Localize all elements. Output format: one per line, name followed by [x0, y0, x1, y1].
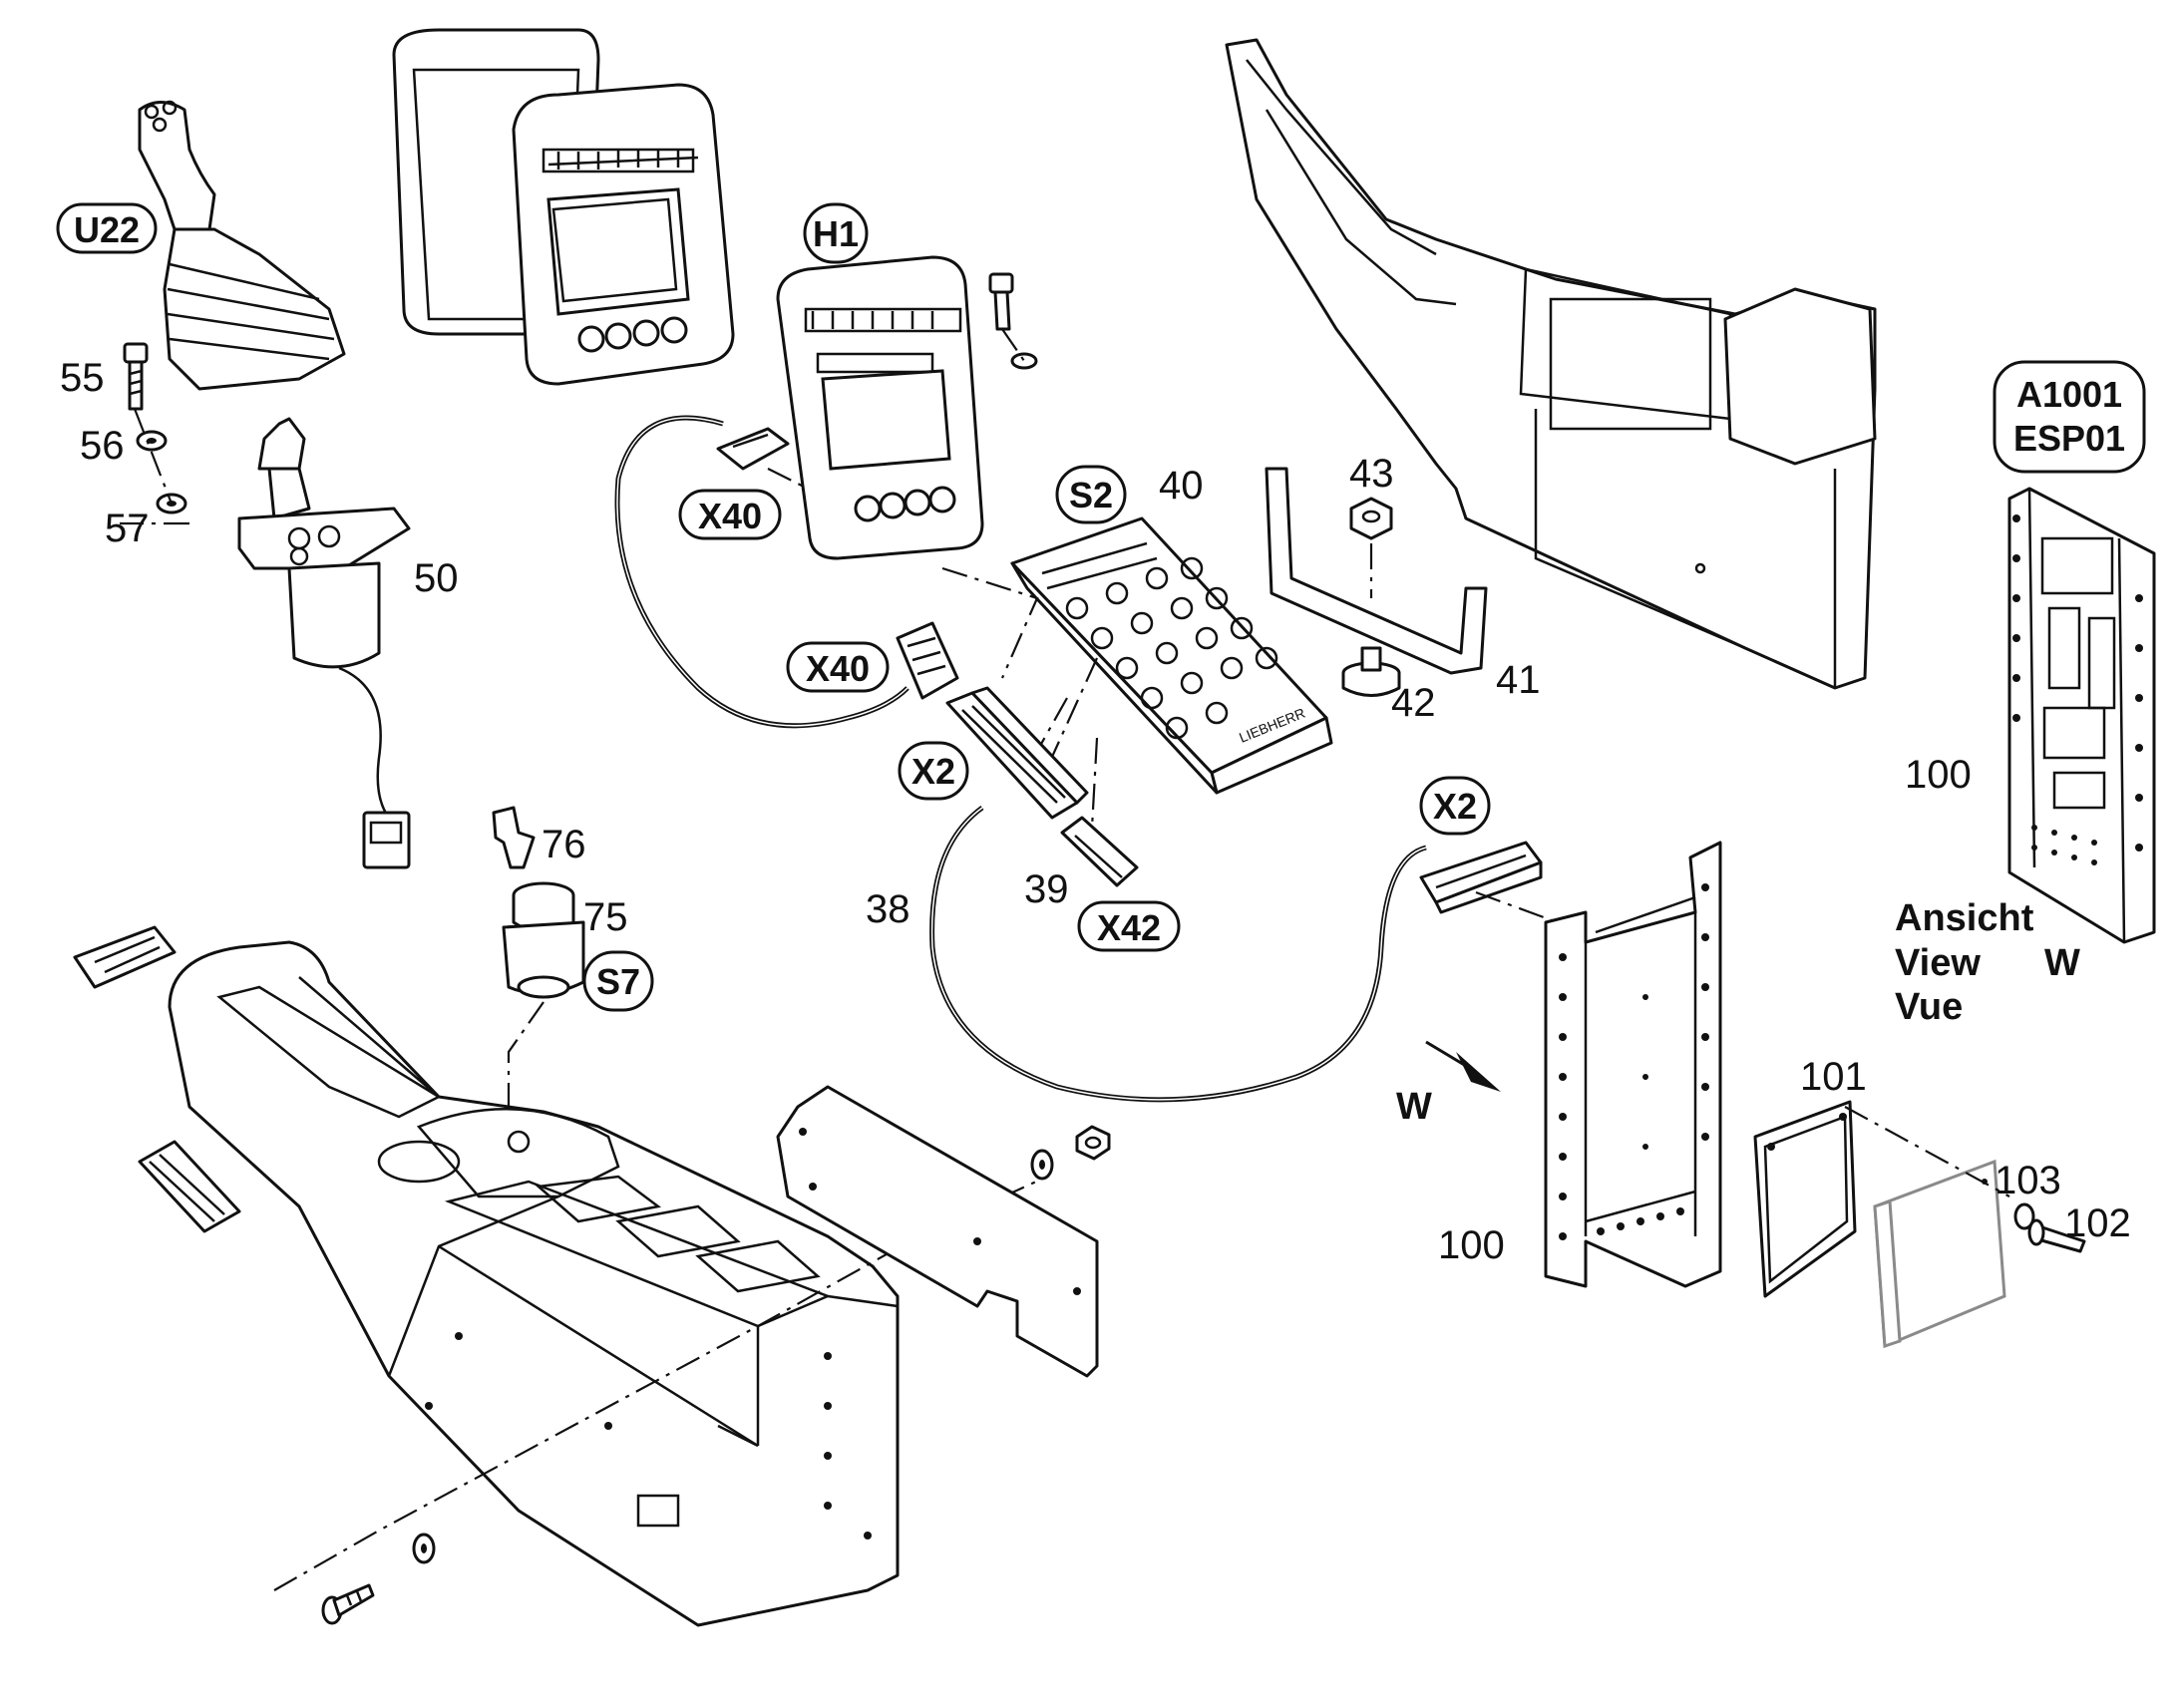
callout-101: 101	[1800, 1055, 1867, 1099]
connector-block-bottom	[138, 1140, 241, 1233]
washer-56	[136, 430, 168, 452]
console-washer	[412, 1533, 436, 1564]
svg-text:ESP01: ESP01	[2013, 418, 2125, 459]
svg-text:U22: U22	[74, 209, 140, 250]
connector-x40-upper	[716, 427, 790, 471]
view-note: Ansicht View W Vue	[1895, 897, 2080, 1028]
callout-40: 40	[1159, 464, 1204, 508]
screw-h1	[988, 272, 1038, 370]
joystick-assembly	[120, 100, 411, 869]
display-h1	[776, 255, 984, 560]
key-switch-75	[502, 881, 585, 999]
view-note-line3: Vue	[1895, 986, 1963, 1028]
key-76	[492, 806, 536, 869]
callout-76: 76	[542, 823, 586, 866]
callout-39: 39	[1024, 867, 1069, 911]
tag-x40-lower: X40	[786, 641, 890, 693]
svg-text:X40: X40	[698, 496, 762, 536]
control-unit-a1001	[2007, 487, 2156, 944]
tag-x40-upper: X40	[678, 489, 782, 540]
svg-text:S7: S7	[596, 961, 640, 1002]
tag-x2-right: X2	[1419, 776, 1491, 836]
washer-console	[1030, 1149, 1054, 1181]
nut-console	[1075, 1125, 1111, 1161]
nut-43	[1349, 497, 1393, 540]
svg-text:X42: X42	[1097, 907, 1161, 948]
callout-50: 50	[414, 556, 459, 600]
callout-42: 42	[1391, 681, 1436, 725]
washer-103	[2013, 1202, 2035, 1230]
view-note-line2: View	[1895, 942, 1981, 984]
connector-x40-lower	[896, 621, 959, 700]
mounting-frame-100	[1544, 841, 1722, 1288]
svg-text:X2: X2	[1433, 786, 1477, 827]
callout-38: 38	[866, 887, 910, 931]
side-panel	[1225, 38, 1877, 690]
callout-75: 75	[583, 895, 628, 939]
svg-text:A1001: A1001	[2016, 374, 2122, 415]
console-housing	[168, 940, 900, 1627]
tag-u22: U22	[56, 202, 158, 254]
callout-41: 41	[1496, 658, 1541, 702]
plate-101	[1753, 1100, 1857, 1298]
cover-plate	[1873, 1159, 2006, 1349]
console-bolt	[321, 1583, 375, 1625]
view-arrow-letter: W	[1396, 1086, 1432, 1128]
tag-s2: S2	[1055, 465, 1127, 524]
view-note-line1: Ansicht	[1895, 897, 2034, 939]
view-note-letter: W	[2044, 942, 2080, 984]
rubber-foot-42	[1341, 646, 1401, 697]
connector-x2-right	[1419, 841, 1543, 914]
svg-text:X40: X40	[806, 648, 870, 689]
tag-h1: H1	[803, 202, 869, 264]
tag-x42: X42	[1077, 900, 1181, 952]
callout-100-right: 100	[1905, 753, 1972, 797]
connector-x42	[1060, 816, 1139, 887]
svg-text:S2: S2	[1069, 475, 1113, 515]
view-direction-arrow	[1425, 1040, 1501, 1092]
connector-block-top	[73, 925, 177, 989]
callout-103: 103	[1995, 1159, 2061, 1202]
cover-panel	[776, 1085, 1099, 1378]
callout-57: 57	[105, 507, 150, 550]
tag-s7: S7	[582, 950, 654, 1012]
callout-100-middle: 100	[1438, 1223, 1505, 1267]
callout-56: 56	[80, 424, 125, 468]
callout-43: 43	[1349, 452, 1394, 496]
callout-55: 55	[60, 356, 105, 400]
svg-text:X2: X2	[911, 751, 955, 792]
display-front-housing	[512, 83, 735, 386]
svg-text:H1: H1	[813, 213, 859, 254]
tag-a1001-esp01: A1001 ESP01	[1993, 360, 2146, 474]
bolt-102	[2027, 1218, 2086, 1253]
screw-55	[123, 342, 149, 411]
bracket-41	[1265, 467, 1488, 675]
connector-x2-left	[945, 686, 1089, 820]
washer-57	[156, 493, 187, 514]
switch-panel-s2: LIEBHERR	[1010, 516, 1333, 795]
tag-x2-left: X2	[898, 741, 969, 801]
callout-102: 102	[2064, 1201, 2131, 1245]
